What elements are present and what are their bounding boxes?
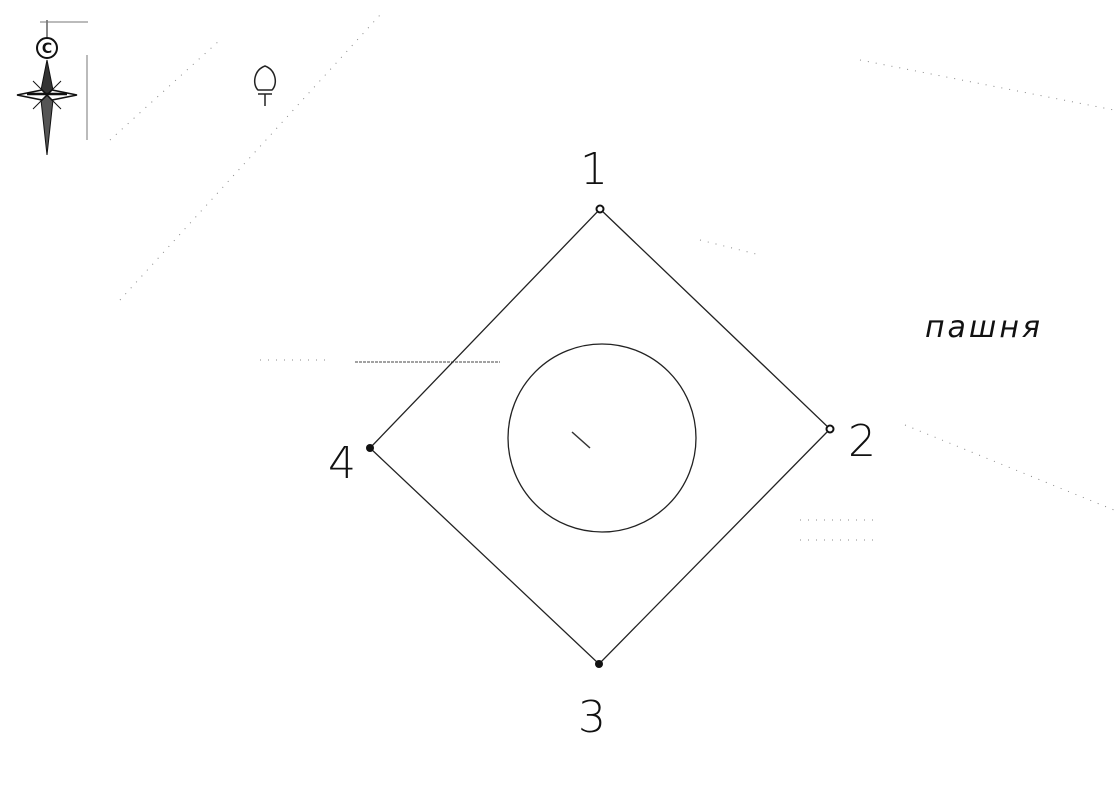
vertex-label-2: 2 [848,416,876,467]
vertex-label-4: 4 [328,438,356,489]
background-dotted-lines [109,14,1114,541]
vertex-point-3 [595,660,603,668]
north-arrow-icon: С [16,20,78,156]
compass-north-letter: С [42,41,52,57]
feature-mark [571,431,591,449]
vertex-point-2 [825,424,835,434]
vertex-label-3: 3 [578,692,606,743]
parcel-boundary [369,208,831,665]
vertex-point-4 [366,444,374,452]
vertex-point-1 [595,204,605,214]
tree-symbol-icon [253,65,277,106]
vertex-label-1: 1 [580,144,608,195]
circular-feature [507,343,697,533]
field-label-arable: пашня [925,310,1043,345]
